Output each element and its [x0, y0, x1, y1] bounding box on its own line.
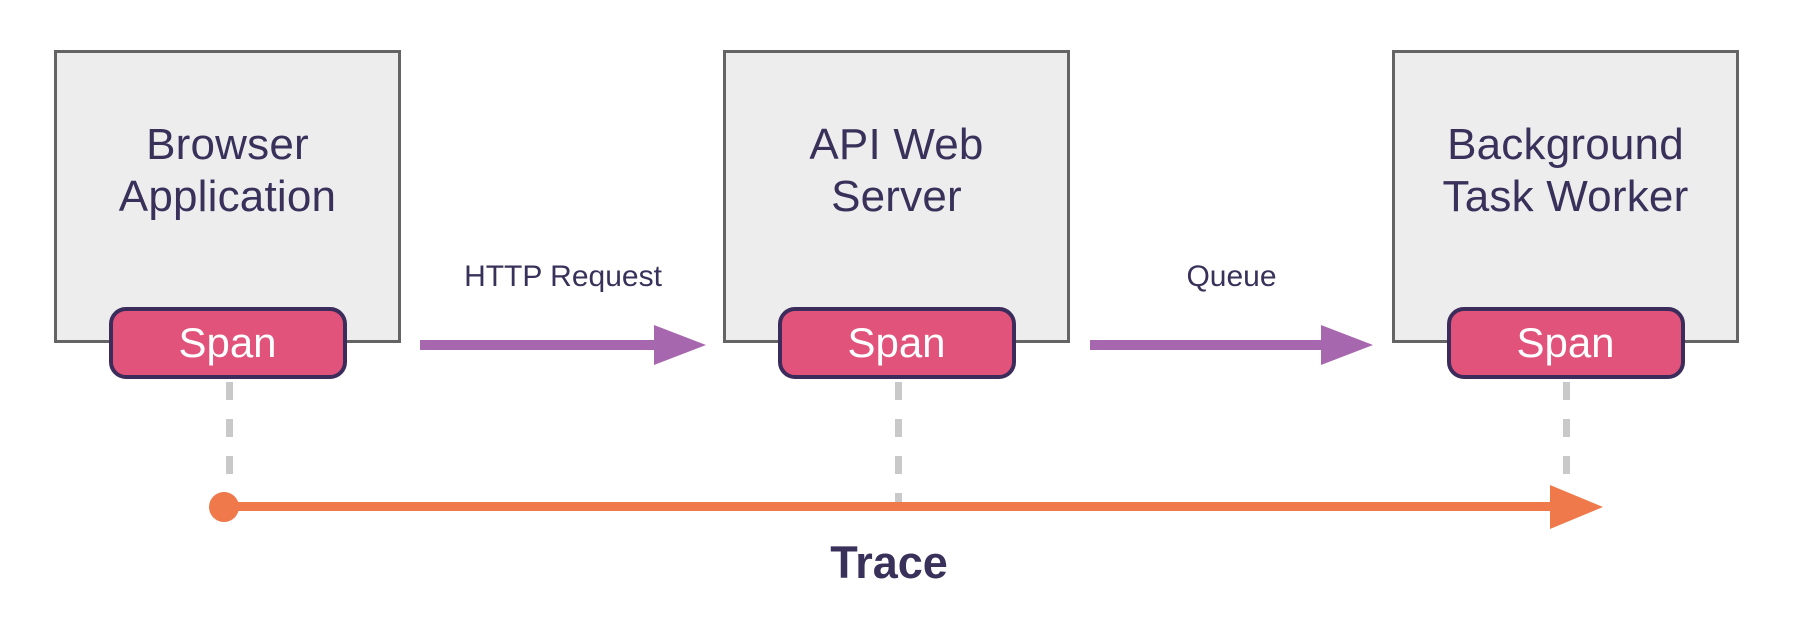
arrow-head-icon	[654, 325, 706, 365]
edge-label-http-request: HTTP Request	[464, 260, 662, 293]
span-badge: Span	[777, 307, 1016, 379]
node-title: API Web Server	[809, 119, 983, 223]
span-connector-line	[1563, 382, 1570, 477]
node-title-line: Browser	[146, 119, 309, 169]
span-connector-line	[895, 382, 902, 505]
node-title-line: Background	[1447, 119, 1684, 169]
node-title: Background Task Worker	[1443, 119, 1689, 223]
trace-label: Trace	[830, 537, 948, 588]
node-title-line: Server	[831, 171, 962, 221]
span-badge: Span	[108, 307, 347, 379]
node-title-line: Task Worker	[1442, 171, 1689, 221]
arrow-head-icon	[1321, 325, 1373, 365]
http-request-arrow	[420, 325, 706, 365]
span-connector-line	[226, 382, 233, 482]
arrow-shaft	[1090, 340, 1325, 350]
span-badge: Span	[1446, 307, 1685, 379]
node-title-line: API Web	[809, 119, 984, 169]
node-api-web-server: API Web Server Span	[723, 50, 1070, 379]
arrow-shaft	[420, 340, 658, 350]
trace-timeline	[224, 502, 1551, 511]
node-browser-application: Browser Application Span	[54, 50, 401, 379]
node-title-line: Application	[118, 171, 337, 221]
edge-label-queue: Queue	[1186, 260, 1277, 293]
trace-arrowhead-icon	[1550, 485, 1603, 529]
node-background-task-worker: Background Task Worker Span	[1392, 50, 1739, 379]
queue-arrow	[1090, 325, 1373, 365]
node-title: Browser Application	[119, 119, 336, 223]
